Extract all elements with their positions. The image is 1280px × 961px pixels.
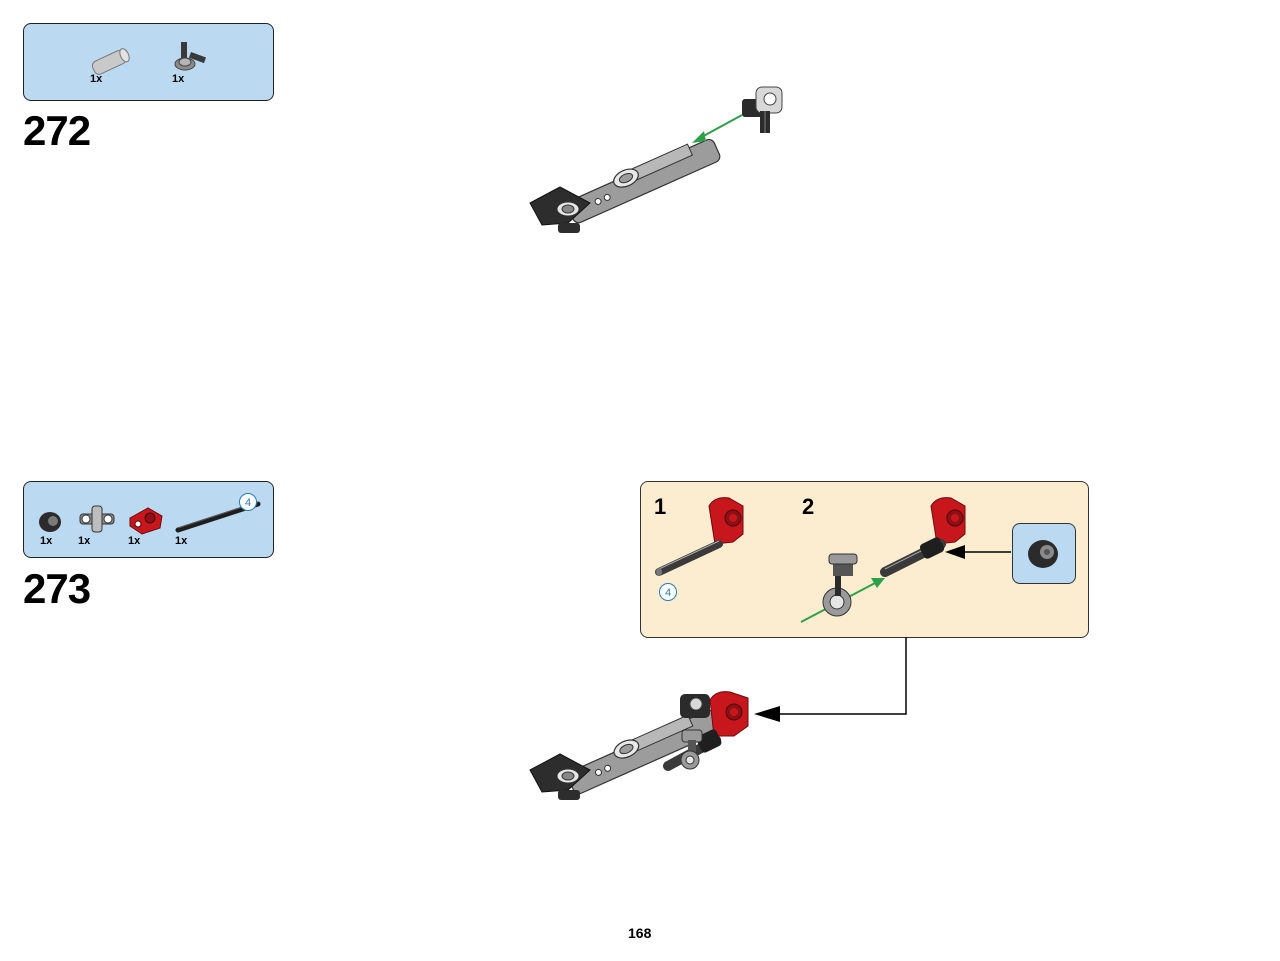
part-qty: 1x [128, 535, 141, 547]
substep-2-illustration [800, 497, 966, 623]
insert-arrow [945, 545, 1011, 559]
substep-number: 1 [654, 494, 667, 519]
step-273-parts-box: 1x 1x 1x 1x 4 [23, 481, 274, 558]
axle-pin-with-bush-icon [174, 42, 207, 71]
substep-1-illustration [655, 497, 744, 576]
part-qty: 1x [78, 535, 91, 547]
bush-icon [1028, 540, 1058, 568]
substep-box: 1 2 4 [640, 481, 1089, 638]
part-qty: 1x [40, 535, 53, 547]
page-number: 168 [628, 925, 652, 941]
axle-pin-connector-icon [91, 48, 130, 75]
step-272-assembly [529, 86, 783, 233]
part-qty: 1x [90, 73, 103, 85]
step-number: 273 [23, 565, 91, 612]
step-272-parts-box: 1x 1x [23, 23, 274, 101]
substep-number: 2 [802, 494, 815, 519]
substep-connector-arrow [754, 637, 907, 722]
bush-icon [39, 512, 61, 532]
step-273-assembly [529, 691, 749, 800]
axle-connector-cross-icon [79, 505, 115, 533]
axle-length-callout: 4 [659, 583, 677, 601]
step-number: 272 [23, 107, 91, 154]
red-angle-connector-icon [129, 507, 163, 535]
part-qty: 1x [175, 535, 188, 547]
inset-box-bush [1012, 523, 1076, 584]
axle-length-callout: 4 [239, 493, 257, 511]
part-qty: 1x [172, 73, 185, 85]
